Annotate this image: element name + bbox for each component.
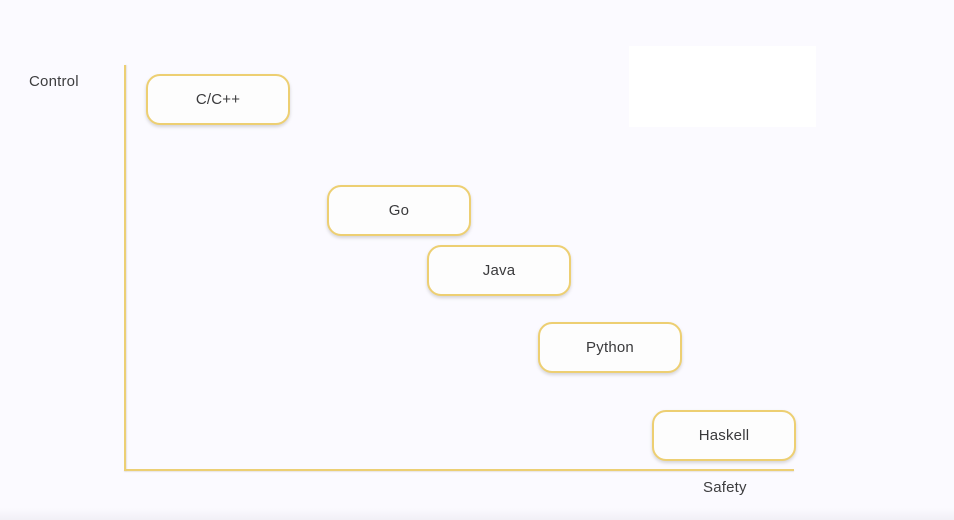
node-label: Haskell <box>698 427 750 444</box>
node-label: C/C++ <box>195 91 241 108</box>
node-go[interactable]: Go <box>327 185 471 236</box>
node-c-cpp[interactable]: C/C++ <box>146 74 290 125</box>
node-python[interactable]: Python <box>538 322 682 373</box>
blank-white-panel <box>629 46 816 127</box>
bottom-edge-tint <box>0 508 954 520</box>
node-java[interactable]: Java <box>427 245 571 296</box>
y-axis-label: Control <box>29 73 79 90</box>
y-axis-line <box>124 65 126 471</box>
node-haskell[interactable]: Haskell <box>652 410 796 461</box>
node-label: Java <box>482 262 516 279</box>
x-axis-line <box>124 469 794 471</box>
node-label: Python <box>586 339 634 356</box>
x-axis-label: Safety <box>703 479 747 496</box>
node-label: Go <box>388 202 410 219</box>
